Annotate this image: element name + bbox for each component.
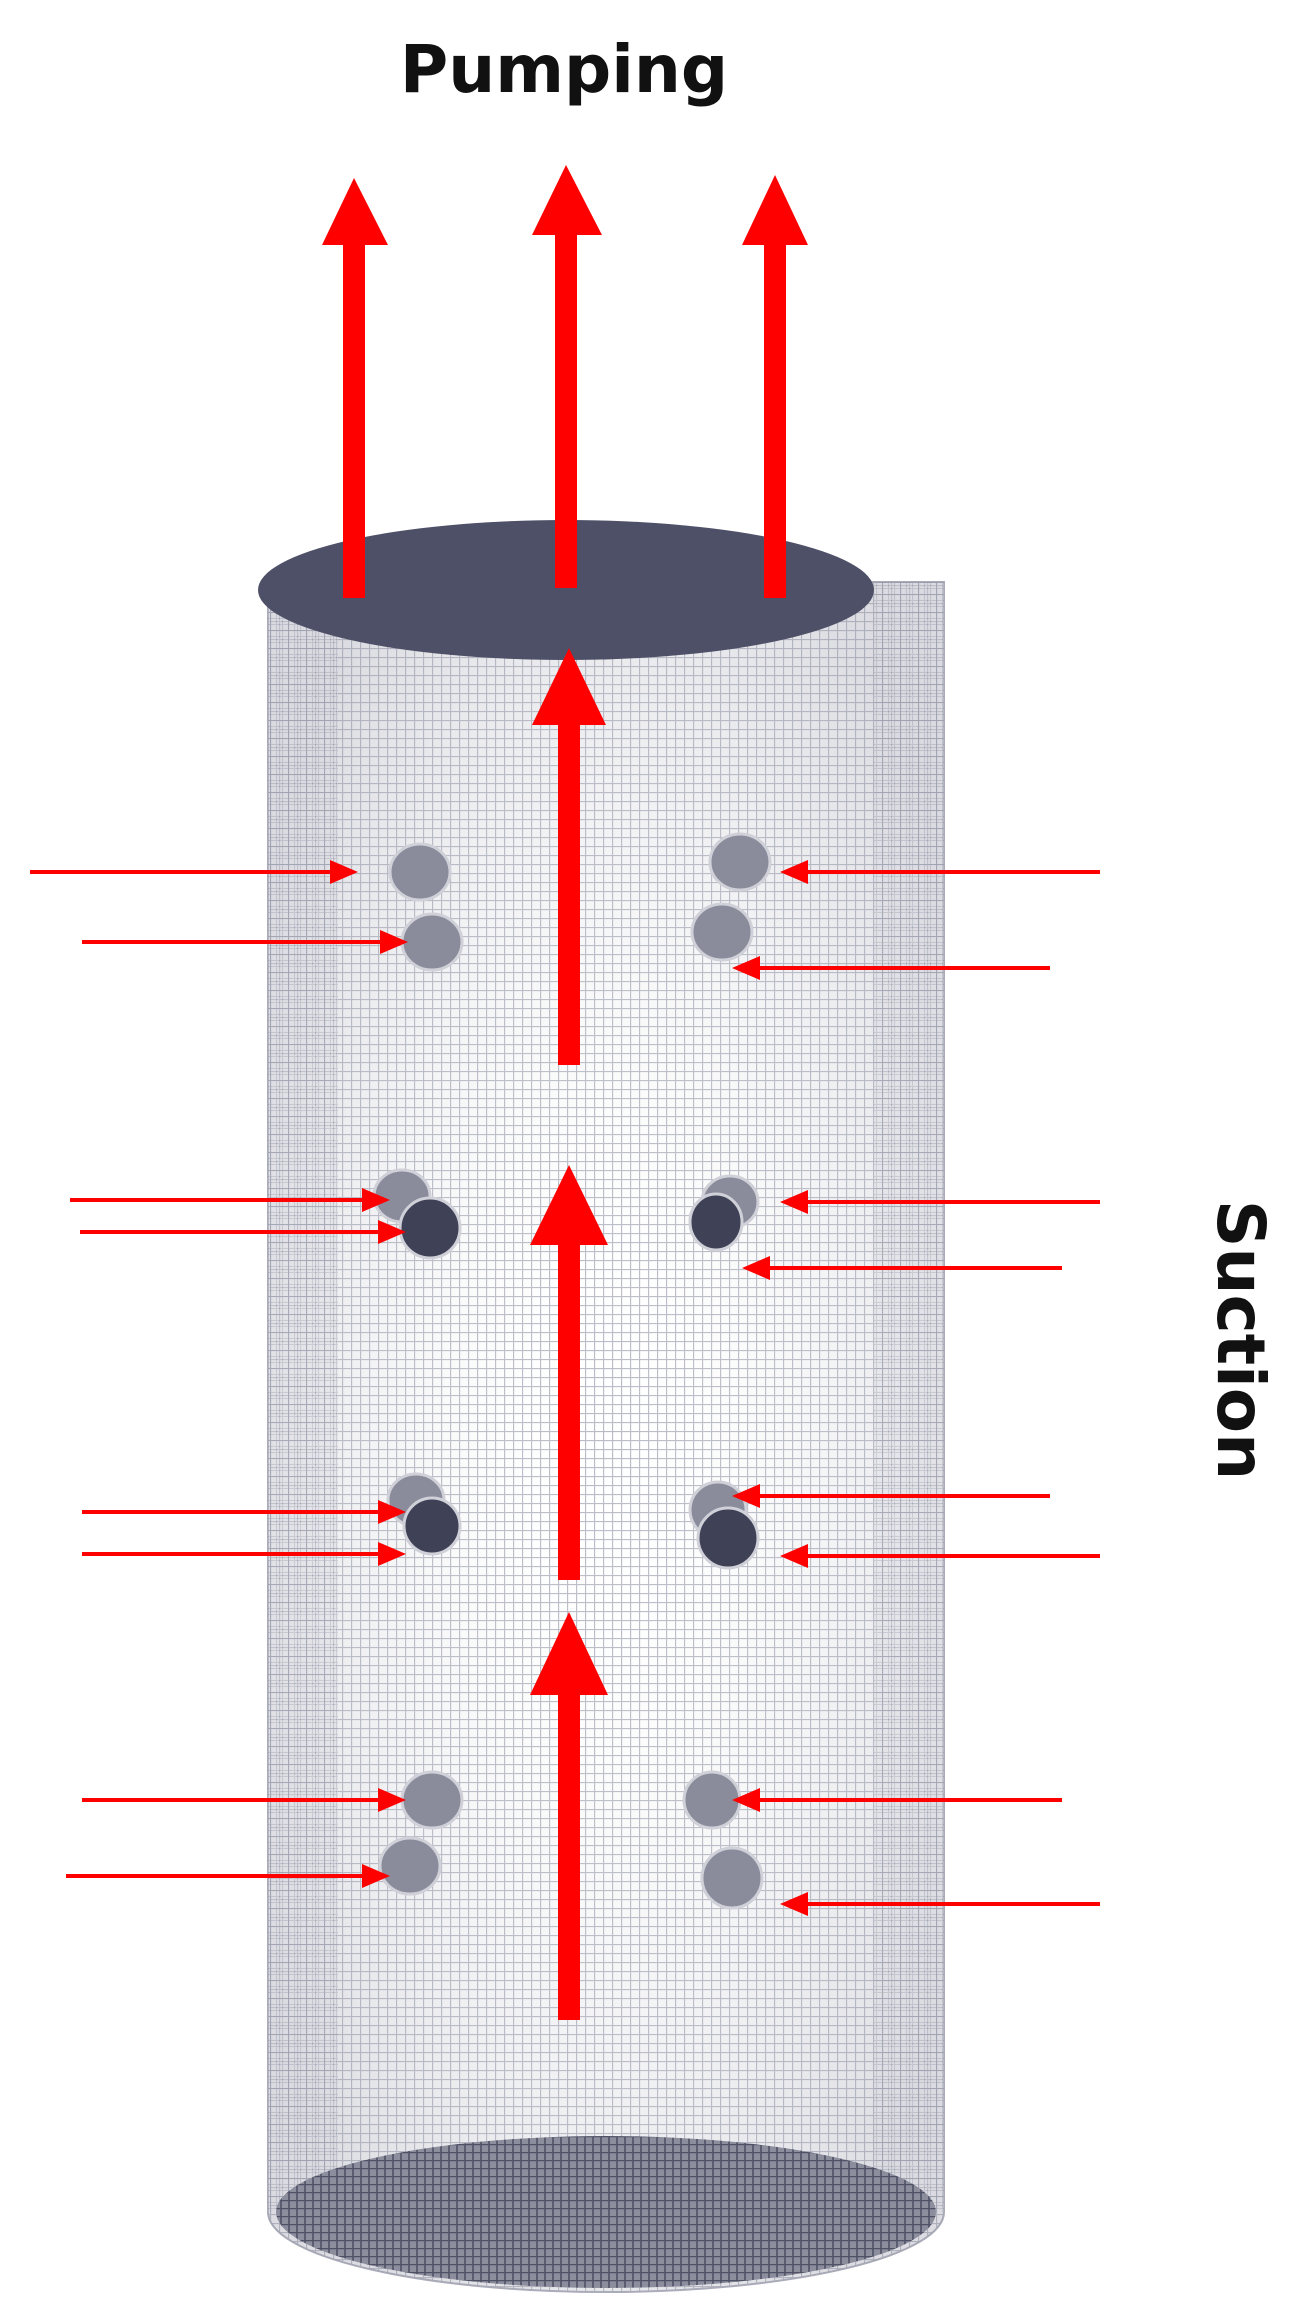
- cylinder-right-edge: [874, 582, 944, 2212]
- inflow-arrow: [780, 860, 1100, 884]
- suction-hole: [690, 902, 754, 962]
- inflow-arrow: [732, 1788, 1062, 1812]
- inflow-arrow: [732, 1484, 1050, 1508]
- inflow-arrow: [82, 1500, 406, 1524]
- suction-hole: [402, 1496, 462, 1556]
- suction-hole: [682, 1770, 742, 1830]
- inflow-arrow: [780, 1544, 1100, 1568]
- cylinder-left-edge: [268, 582, 338, 2212]
- inflow-arrow: [66, 1864, 390, 1888]
- suction-hole: [708, 832, 772, 892]
- pumping-label: Pumping: [400, 31, 728, 108]
- suction-hole: [400, 1770, 464, 1830]
- inflow-arrow: [80, 1220, 406, 1244]
- inflow-arrow: [732, 956, 1050, 980]
- outflow-arrow: [532, 165, 602, 588]
- suction-hole: [700, 1846, 764, 1910]
- inflow-arrow: [82, 930, 408, 954]
- inflow-arrow: [742, 1256, 1062, 1280]
- cylinder-base: [276, 2136, 936, 2288]
- inflow-arrow: [82, 1542, 406, 1566]
- outflow-arrow: [322, 178, 388, 598]
- outflow-arrows: [322, 165, 808, 598]
- inflow-arrow: [780, 1892, 1100, 1916]
- cylinder-shading: [268, 582, 944, 2292]
- suction-label: Suction: [1202, 1200, 1279, 1480]
- inflow-arrow: [30, 860, 358, 884]
- central-flow-arrow: [530, 1165, 608, 1580]
- cylinder: [258, 520, 945, 2293]
- central-flow-arrows: [530, 648, 608, 2020]
- suction-holes: [372, 832, 772, 1910]
- inflow-arrow: [70, 1188, 390, 1212]
- suction-hole: [400, 912, 464, 972]
- outflow-arrow: [742, 175, 808, 598]
- suction-hole: [696, 1506, 760, 1570]
- suction-hole: [378, 1836, 442, 1896]
- suction-hole: [388, 842, 452, 902]
- suction-inflow-arrows: [30, 860, 1100, 1916]
- cylinder-top-cap: [258, 520, 874, 660]
- suction-hole: [398, 1196, 462, 1260]
- central-flow-arrow: [532, 648, 606, 1065]
- inflow-arrow: [780, 1190, 1100, 1214]
- central-flow-arrow: [530, 1612, 608, 2020]
- inflow-arrow: [82, 1788, 406, 1812]
- suction-hole: [688, 1192, 744, 1252]
